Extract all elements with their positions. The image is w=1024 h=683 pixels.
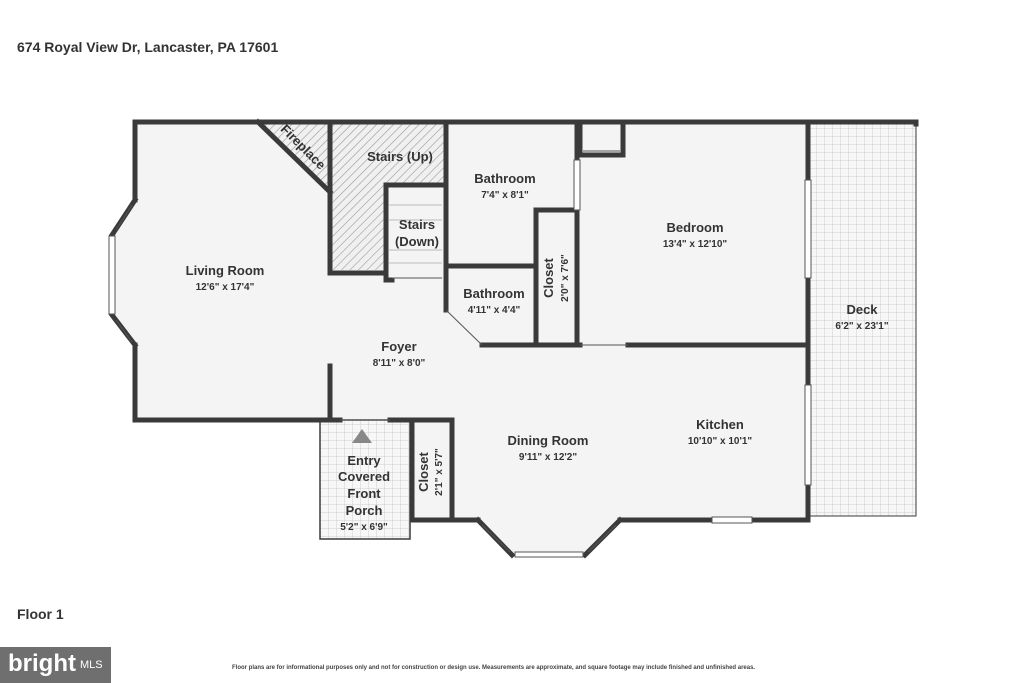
- dining-room-name: Dining Room: [508, 433, 589, 448]
- deck-area: [809, 121, 917, 517]
- porch-dims: 5'2" x 6'9": [340, 522, 388, 533]
- bathroom-2-dims: 4'11" x 4'4": [468, 305, 521, 316]
- stairs-down-label-2: (Down): [395, 234, 439, 249]
- bathroom-1-dims: 7'4" x 8'1": [481, 190, 529, 201]
- living-room-name: Living Room: [186, 263, 265, 278]
- closet-2-dims: 2'1" x 5'7": [434, 448, 445, 496]
- porch-line-1: Entry: [347, 453, 381, 468]
- deck-dims: 6'2" x 23'1": [835, 321, 888, 332]
- windows: [108, 150, 812, 558]
- logo-suffix: MLS: [80, 659, 103, 671]
- bright-mls-logo: bright MLS: [0, 647, 111, 683]
- porch-line-2: Covered: [338, 469, 390, 484]
- closet-1-name: Closet: [541, 257, 556, 297]
- porch-line-3: Front: [347, 486, 381, 501]
- kitchen-dims: 10'10" x 10'1": [688, 436, 753, 447]
- closet-1-dims: 2'0" x 7'6": [560, 254, 571, 302]
- property-address: 674 Royal View Dr, Lancaster, PA 17601: [17, 39, 279, 55]
- floor-label: Floor 1: [17, 606, 64, 622]
- entry-arrow-icon: [352, 429, 372, 443]
- stairs-down-label-1: Stairs: [399, 217, 435, 232]
- walls: [132, 118, 919, 523]
- bathroom-1-name: Bathroom: [474, 171, 535, 186]
- stairs-up-label: Stairs (Up): [367, 149, 433, 164]
- living-room-dims: 12'6" x 17'4": [196, 282, 255, 293]
- logo-brand: bright: [8, 650, 76, 677]
- bathroom-2-name: Bathroom: [463, 286, 524, 301]
- stairs-down-area: [387, 186, 444, 277]
- stair-treads: [389, 204, 442, 264]
- deck-name: Deck: [846, 302, 878, 317]
- foyer-name: Foyer: [381, 339, 416, 354]
- porch-line-4: Porch: [346, 503, 383, 518]
- bedroom-name: Bedroom: [666, 220, 723, 235]
- closet-2-name: Closet: [416, 451, 431, 491]
- dining-room-dims: 9'11" x 12'2": [519, 452, 577, 463]
- main-floor: [112, 122, 808, 555]
- foyer-dims: 8'11" x 8'0": [373, 358, 426, 369]
- bedroom-dims: 13'4" x 12'10": [663, 239, 728, 250]
- disclaimer-text: Floor plans are for informational purpos…: [232, 665, 756, 671]
- kitchen-name: Kitchen: [696, 417, 744, 432]
